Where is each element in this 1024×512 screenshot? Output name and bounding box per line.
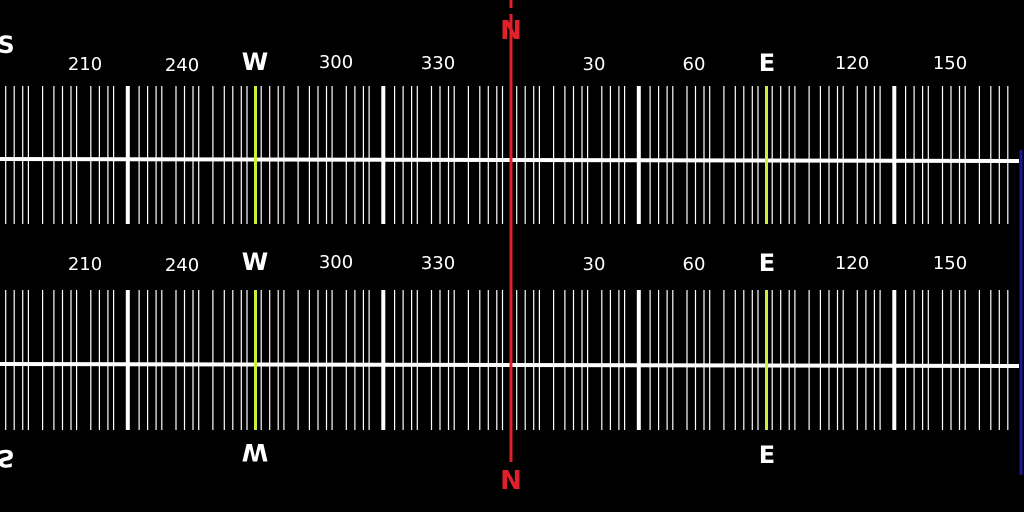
cardinal-north-label-top: N [500, 16, 522, 46]
compass-tape-top [0, 86, 1020, 224]
degree-label-210-top: 210 [67, 54, 103, 75]
degree-label-240-middle: 240 [164, 255, 200, 276]
degree-label-240-top: 240 [164, 55, 200, 76]
cardinal-west-label-middle: W [241, 248, 269, 276]
degree-label-60-top: 60 [682, 54, 706, 75]
degree-label-300-middle: 300 [318, 252, 354, 273]
degree-label-210-middle: 210 [67, 254, 103, 275]
degree-label-330-top: 330 [420, 53, 456, 74]
degree-label-330-middle: 330 [420, 253, 456, 274]
cardinal-east-label-bottom: E [758, 441, 776, 469]
degree-label-30-top: 30 [582, 54, 606, 75]
cardinal-west-label-top: W [241, 48, 269, 76]
compass-tape-bottom [0, 290, 1020, 430]
degree-label-30-middle: 30 [582, 254, 606, 275]
cardinal-north-label-bottom: N [500, 466, 522, 496]
degree-label-120-top: 120 [834, 53, 870, 74]
cardinal-east-label-top: E [758, 49, 776, 77]
cardinal-west-label-bottom-mirrored: W [241, 438, 269, 466]
cardinal-south-label-top: S [0, 31, 15, 59]
degree-label-120-middle: 120 [834, 253, 870, 274]
cardinal-south-label-bottom-mirrored: S [0, 444, 15, 472]
degree-label-150-top: 150 [932, 53, 968, 74]
degree-label-60-middle: 60 [682, 254, 706, 275]
cardinal-east-label-middle: E [758, 249, 776, 277]
degree-label-150-middle: 150 [932, 253, 968, 274]
degree-label-300-top: 300 [318, 52, 354, 73]
